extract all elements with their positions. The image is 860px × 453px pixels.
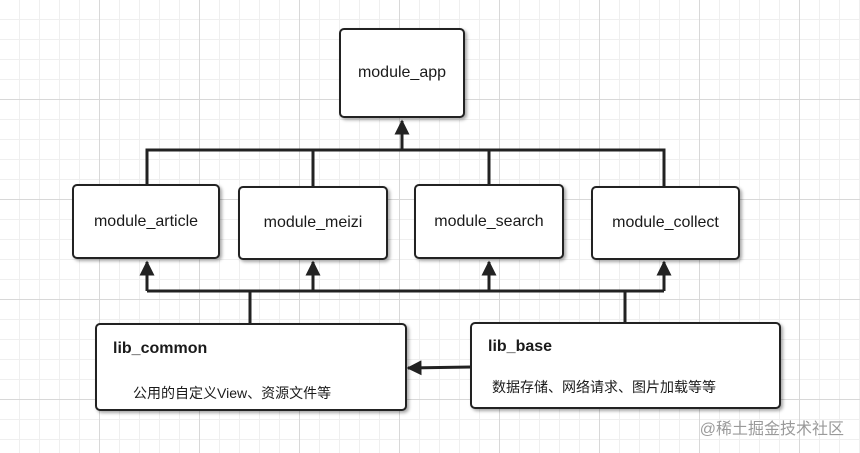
module-app-label: module_app bbox=[357, 64, 447, 81]
bus-modules-to-app bbox=[145, 148, 666, 186]
module-search-box[interactable]: module_search bbox=[414, 184, 564, 259]
module-collect-label: module_collect bbox=[612, 214, 719, 231]
lib-base-box[interactable]: lib_base 数据存储、网络请求、图片加载等等 bbox=[470, 322, 781, 409]
lib-common-title: lib_common bbox=[113, 340, 208, 357]
lib-base-description: 数据存储、网络请求、图片加载等等 bbox=[492, 379, 716, 395]
lib-common-box[interactable]: lib_common 公用的自定义View、资源文件等 bbox=[95, 323, 407, 411]
module-app-box[interactable]: module_app bbox=[339, 28, 465, 118]
lib-base-title: lib_base bbox=[488, 338, 553, 355]
module-article-box[interactable]: module_article bbox=[72, 184, 220, 259]
arrow-base-to-common bbox=[406, 360, 472, 376]
module-meizi-box[interactable]: module_meizi bbox=[238, 186, 388, 260]
watermark-text: @稀土掘金技术社区 bbox=[699, 421, 844, 438]
module-collect-box[interactable]: module_collect bbox=[591, 186, 740, 260]
lib-common-description: 公用的自定义View、资源文件等 bbox=[133, 385, 332, 401]
module-search-label: module_search bbox=[434, 212, 544, 230]
module-meizi-label: module_meizi bbox=[263, 214, 363, 231]
module-article-label: module_article bbox=[93, 212, 199, 230]
